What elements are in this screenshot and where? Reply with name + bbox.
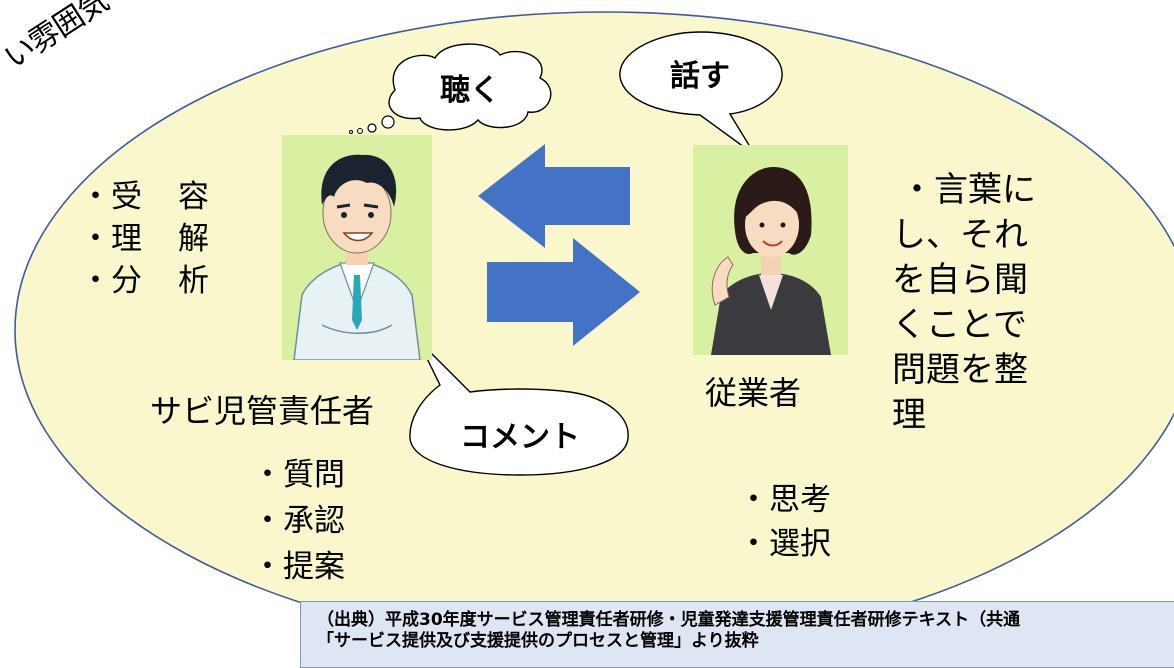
- speak-speech-bubble: [619, 31, 783, 156]
- manager-role-label: サビ児管責任者: [150, 392, 375, 430]
- right-arrow: [487, 238, 640, 346]
- employee-role-label: 従業者: [705, 374, 802, 412]
- employee-person-icon: [711, 167, 831, 355]
- note-line: を自ら聞: [892, 260, 1028, 300]
- manager-technique-list: ・質問 ・承認 ・提案: [252, 452, 345, 590]
- note-line: 問題を整: [892, 350, 1028, 390]
- listen-thought-bubble: [349, 43, 552, 134]
- list-item: ・理解: [80, 221, 209, 257]
- list-item: ・受容: [80, 179, 209, 215]
- list-item: ・思考: [738, 482, 831, 518]
- source-citation: （出典）平成30年度サービス管理責任者研修・児童発達支援管理責任者研修テキスト（…: [300, 601, 1174, 668]
- note-line: くことで: [892, 305, 1027, 345]
- speak-label: 話す: [670, 59, 730, 94]
- list-item: ・提案: [252, 549, 345, 585]
- list-item: ・選択: [738, 526, 831, 562]
- note-line: 理: [892, 395, 926, 435]
- manager-person-icon: [293, 154, 421, 360]
- list-item: ・質問: [252, 457, 345, 493]
- employee-illustration: [693, 145, 848, 355]
- employee-action-list: ・思考 ・選択: [738, 478, 831, 566]
- source-line-2: 「サービス提供及び支援提供のプロセスと管理」より抜粋: [317, 631, 759, 651]
- list-item: ・承認: [252, 503, 345, 539]
- manager-illustration: [282, 135, 432, 360]
- listen-label: 聴く: [440, 73, 500, 108]
- comment-speech-bubble: [409, 339, 629, 476]
- note-line: ・言葉に: [900, 170, 1036, 210]
- manager-attitude-list: ・受容 ・理解 ・分析: [80, 176, 209, 302]
- list-item: ・分析: [80, 263, 209, 299]
- comment-label: コメント: [460, 420, 580, 455]
- employee-note: ・言葉に し、それ を自ら聞 くことで 問題を整 理: [892, 168, 1062, 438]
- left-arrow: [478, 144, 630, 248]
- source-line-1: （出典）平成30年度サービス管理責任者研修・児童発達支援管理責任者研修テキスト（…: [317, 610, 1021, 630]
- note-line: し、それ: [892, 215, 1028, 255]
